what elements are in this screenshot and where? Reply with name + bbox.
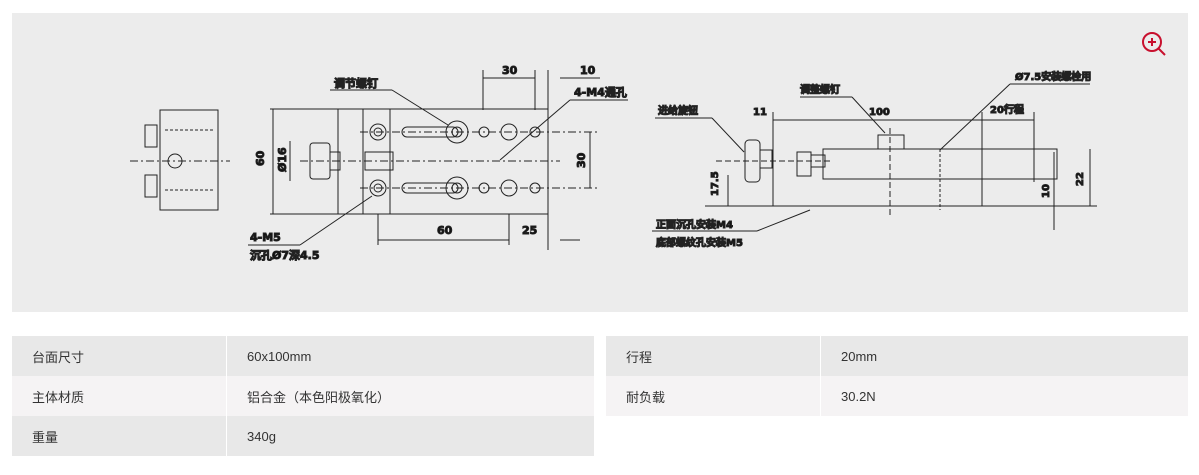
table-row: 行程 20mm [606, 336, 1188, 376]
dim-60-left: 60 [254, 150, 267, 166]
label-bolt-hole: Ø7.5安装螺栓用 [1015, 70, 1091, 83]
label-feed-knob: 进给旋钮 [658, 104, 698, 117]
spec-label: 耐负载 [606, 376, 821, 416]
dim-10: 10 [1041, 184, 1052, 198]
spec-label: 台面尺寸 [12, 336, 227, 376]
label-counterbore: 沉孔Ø7深4.5 [250, 248, 320, 262]
technical-drawing: 30 10 调节螺钉 4-M4通孔 60 Ø16 30 60 25 4-M5 沉… [130, 64, 1097, 263]
dim-22: 22 [1075, 172, 1086, 186]
spec-value: 铝合金（本色阳极氧化） [247, 389, 391, 405]
dim-10-top: 10 [580, 64, 596, 77]
product-drawing-panel [12, 13, 1188, 312]
label-bottom-mount: 底部螺纹孔安装M5 [656, 236, 743, 249]
label-adjust-screw-side: 调整螺钉 [800, 83, 840, 96]
label-through-hole: 4-M4通孔 [574, 86, 627, 99]
label-stroke: 20行程 [990, 103, 1024, 116]
spec-label: 主体材质 [12, 376, 227, 416]
spec-value: 60x100mm [247, 348, 312, 364]
zoom-in-icon[interactable] [1140, 30, 1168, 58]
dim-17-5: 17.5 [710, 171, 721, 196]
table-row: 重量 340g [12, 416, 594, 456]
label-front-mount: 正面沉孔安装M4 [656, 218, 733, 231]
spec-table-right: 行程 20mm 耐负载 30.2N [606, 336, 1188, 416]
dim-30-right: 30 [575, 152, 588, 168]
dim-100: 100 [869, 107, 890, 118]
dim-11: 11 [753, 107, 767, 118]
top-view [248, 70, 628, 250]
label-adjust-screw: 调节螺钉 [334, 76, 378, 90]
dim-phi16: Ø16 [276, 147, 289, 172]
dim-30-top: 30 [502, 64, 518, 77]
table-row: 台面尺寸 60x100mm [12, 336, 594, 376]
spec-table-left: 台面尺寸 60x100mm 主体材质 铝合金（本色阳极氧化） 重量 340g [12, 336, 594, 456]
label-m5: 4-M5 [250, 231, 281, 244]
spec-value: 340g [247, 428, 276, 444]
side-view [652, 83, 1097, 232]
spec-value: 30.2N [841, 388, 876, 404]
spec-label: 行程 [606, 336, 821, 376]
spec-label: 重量 [12, 416, 227, 456]
dim-60-bottom: 60 [437, 224, 453, 237]
table-row: 耐负载 30.2N [606, 376, 1188, 416]
table-row: 主体材质 铝合金（本色阳极氧化） [12, 376, 594, 416]
spec-value: 20mm [841, 348, 878, 364]
dim-25-bottom: 25 [522, 224, 537, 237]
end-view [130, 109, 230, 211]
